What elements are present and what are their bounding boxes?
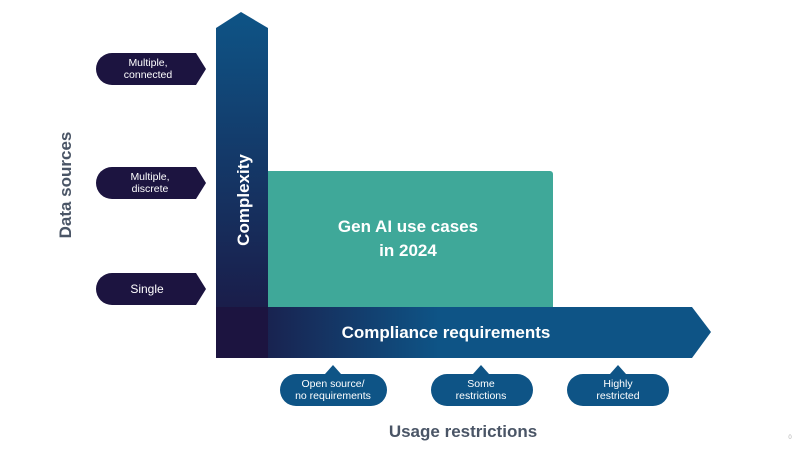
arrow-corner (216, 307, 268, 358)
usage-restrictions-title: Usage restrictions (389, 422, 537, 441)
gen-ai-box (262, 171, 553, 311)
data-source-single-label: Single (130, 282, 164, 296)
complexity-label: Complexity (234, 154, 253, 246)
page-number: 0 (788, 435, 792, 441)
usage-open-source-line1: Open source/ (301, 378, 364, 390)
usage-some-restrictions-line2: restrictions (456, 390, 507, 402)
data-source-single: Single (96, 273, 206, 305)
data-source-multiple-discrete-line2: discrete (132, 183, 169, 195)
complexity-arrow (216, 12, 268, 358)
usage-highly-restricted-line1: Highly (603, 378, 633, 390)
data-source-multiple-connected: Multiple, connected (96, 53, 206, 85)
gen-ai-box-line1: Gen AI use cases (338, 217, 478, 236)
usage-some-restrictions: Some restrictions (431, 365, 533, 406)
usage-highly-restricted: Highly restricted (567, 365, 669, 406)
compliance-label: Compliance requirements (342, 323, 551, 342)
gen-ai-box-line2: in 2024 (379, 241, 437, 260)
compliance-arrow (216, 307, 711, 358)
data-sources-title: Data sources (56, 132, 75, 239)
usage-some-restrictions-line1: Some (467, 378, 495, 390)
data-source-multiple-discrete-line1: Multiple, (130, 171, 169, 183)
usage-open-source-line2: no requirements (295, 390, 371, 402)
usage-open-source: Open source/ no requirements (280, 365, 387, 406)
usage-highly-restricted-line2: restricted (596, 390, 639, 402)
data-source-multiple-connected-line1: Multiple, (128, 57, 167, 69)
data-source-multiple-discrete: Multiple, discrete (96, 167, 206, 199)
data-source-multiple-connected-line2: connected (124, 69, 173, 81)
